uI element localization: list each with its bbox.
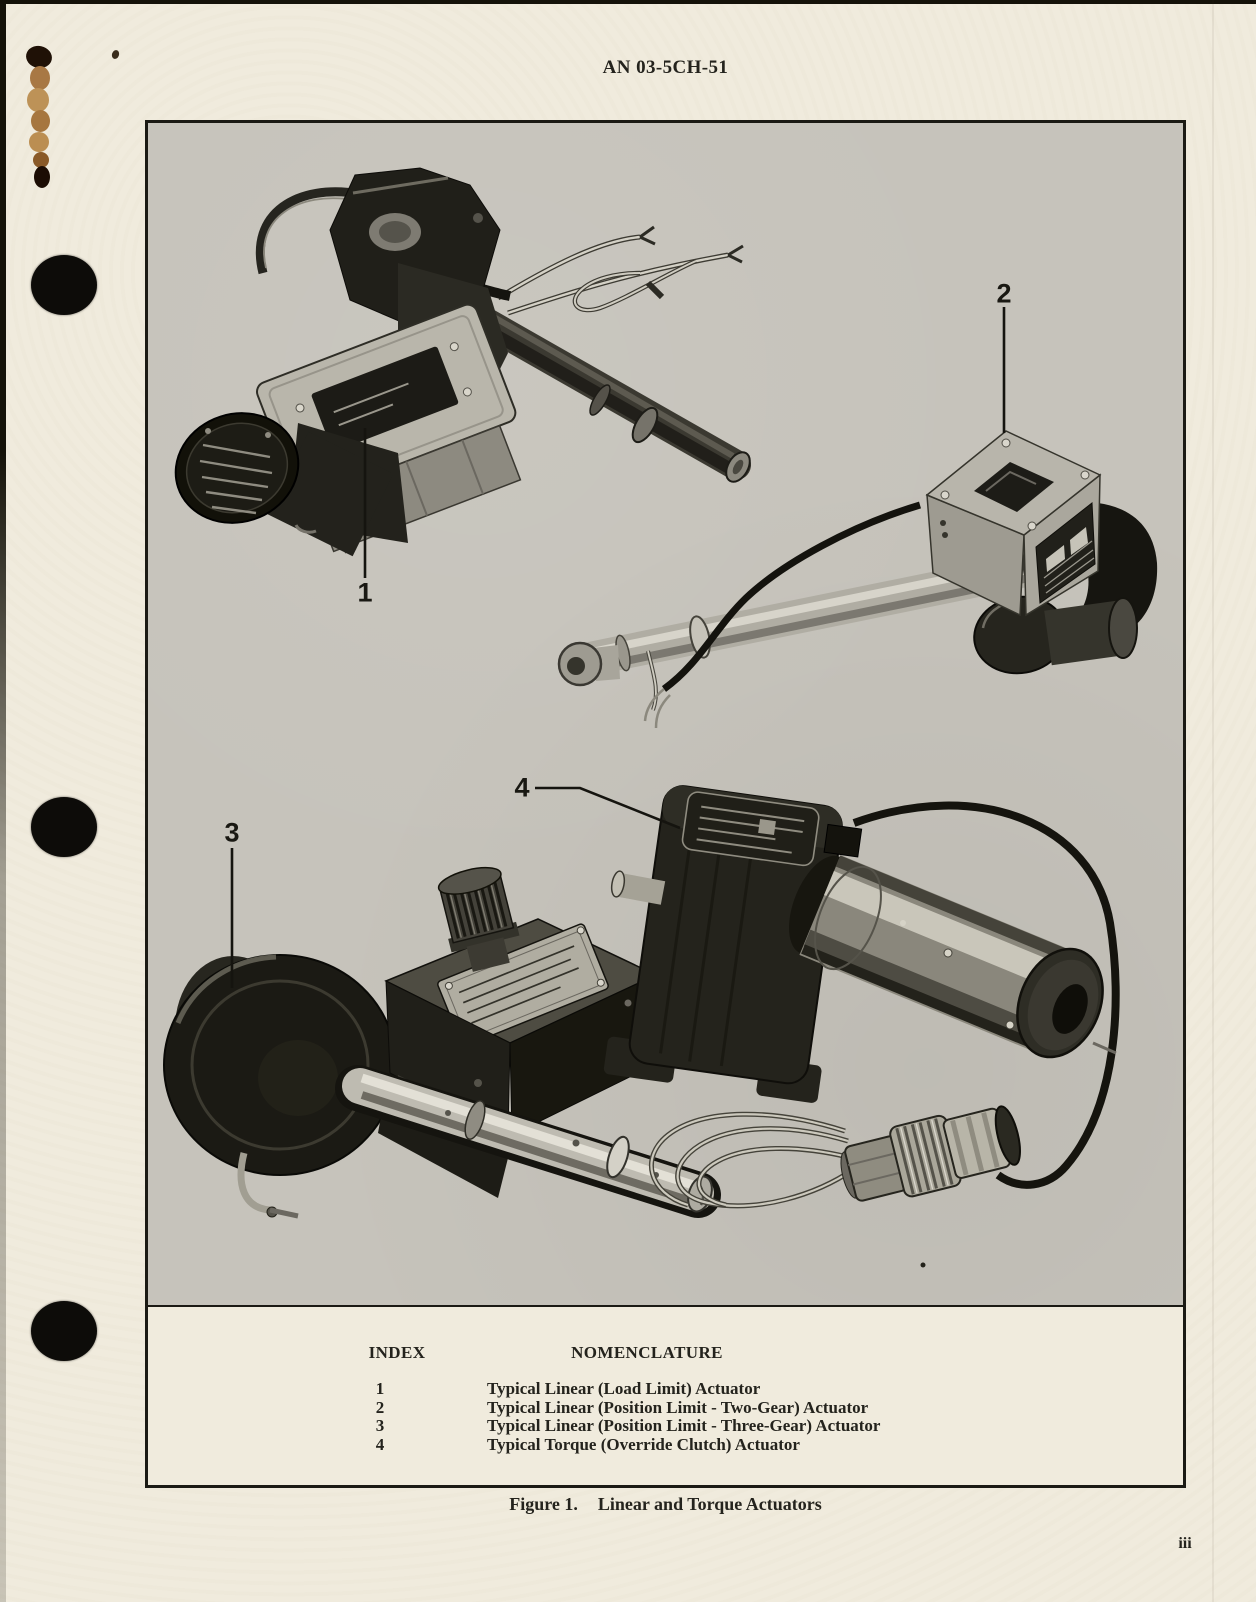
index-rows: 1 Typical Linear (Load Limit) Actuator 2… — [148, 1379, 1183, 1454]
table-row: 2 Typical Linear (Position Limit - Two-G… — [148, 1398, 1183, 1417]
nomenclature-column-header: NOMENCLATURE — [571, 1343, 723, 1362]
actuator-1-photo — [174, 167, 751, 557]
scan-fold-line — [1212, 0, 1214, 1602]
page-number: iii — [1178, 1535, 1192, 1552]
scan-edge-top — [0, 0, 1256, 4]
figure-photo-area: 1 2 3 4 — [148, 123, 1183, 1307]
figure-caption-label: Figure 1. — [509, 1494, 578, 1514]
row-nomenclature: Typical Torque (Override Clutch) Actuato… — [487, 1434, 800, 1454]
actuator-2-photo — [557, 430, 1158, 729]
scan-edge-left — [0, 0, 6, 1602]
row-nomenclature: Typical Linear (Position Limit - Three-G… — [487, 1416, 881, 1436]
callout-4: 4 — [514, 772, 530, 803]
row-index: 4 — [375, 1434, 385, 1454]
table-row: 3 Typical Linear (Position Limit - Three… — [148, 1416, 1183, 1435]
row-nomenclature: Typical Linear (Position Limit - Two-Gea… — [487, 1397, 869, 1417]
callout-3: 3 — [224, 817, 240, 848]
figure-1-box: 1 2 3 4 INDEX NOMENCLATURE 1 Typical Lin… — [145, 120, 1186, 1488]
table-row: 1 Typical Linear (Load Limit) Actuator — [148, 1379, 1183, 1398]
callout-2: 2 — [996, 278, 1012, 309]
figure-caption: Figure 1. Linear and Torque Actuators — [145, 1494, 1186, 1515]
actuator-3-photo — [163, 866, 721, 1219]
row-index: 1 — [375, 1379, 385, 1398]
row-nomenclature: Typical Linear (Load Limit) Actuator — [487, 1379, 761, 1398]
actuator-4-photo — [603, 785, 1120, 1268]
actuator-photographs — [163, 167, 1158, 1268]
row-index: 3 — [375, 1416, 385, 1436]
page-header: AN 03-5CH-51 — [602, 57, 729, 78]
punch-hole-top — [31, 255, 97, 315]
punch-hole-bottom — [31, 1301, 97, 1361]
figure-caption-title: Linear and Torque Actuators — [597, 1494, 822, 1514]
callout-1: 1 — [357, 577, 373, 608]
callout-4-leader-line — [535, 786, 681, 830]
index-column-header: INDEX — [368, 1343, 426, 1362]
table-row: 4 Typical Torque (Override Clutch) Actua… — [148, 1435, 1183, 1454]
row-index: 2 — [375, 1397, 385, 1417]
punch-hole-middle — [31, 797, 97, 857]
index-table: INDEX NOMENCLATURE 1 Typical Linear (Loa… — [148, 1307, 1183, 1482]
